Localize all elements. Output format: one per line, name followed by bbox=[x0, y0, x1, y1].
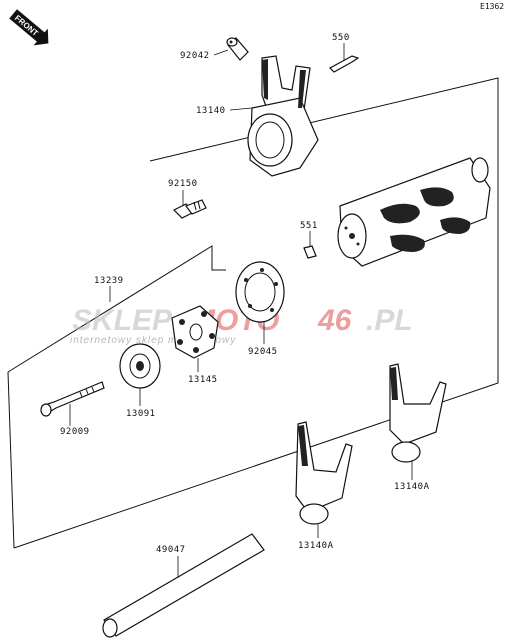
diagram-code: E1362 bbox=[480, 2, 504, 11]
callout-92042: 92042 bbox=[180, 51, 210, 61]
part-13140A-shift-fork-right bbox=[389, 363, 447, 463]
callout-550: 550 bbox=[332, 33, 350, 43]
front-arrow-icon: FRONT bbox=[9, 9, 49, 46]
part-13140-shift-fork bbox=[247, 55, 319, 177]
callout-13140A-left: 13140A bbox=[298, 541, 334, 551]
callout-49047: 49047 bbox=[156, 545, 186, 555]
part-92042-pin bbox=[226, 37, 249, 61]
callout-13091: 13091 bbox=[126, 409, 156, 419]
callout-551: 551 bbox=[300, 221, 318, 231]
callout-92045: 92045 bbox=[248, 347, 278, 357]
part-550-cotter-pin bbox=[329, 55, 360, 73]
watermark-brand-1: SKLEP bbox=[72, 304, 173, 337]
watermark-tagline: internetowy sklep motocyklowy bbox=[70, 335, 236, 346]
part-shift-drum bbox=[337, 157, 491, 267]
callout-13140A-right: 13140A bbox=[394, 482, 430, 492]
callout-13145: 13145 bbox=[188, 375, 218, 385]
part-551-pin bbox=[303, 245, 317, 259]
part-49047-shaft bbox=[102, 533, 265, 638]
callout-92150: 92150 bbox=[168, 179, 198, 189]
part-92009-screw bbox=[40, 381, 105, 417]
callout-13239: 13239 bbox=[94, 276, 124, 286]
watermark-brand-3: 46 bbox=[317, 304, 352, 337]
callout-13140: 13140 bbox=[196, 106, 226, 116]
part-13140A-shift-fork-left bbox=[295, 421, 353, 525]
part-92150-bolt bbox=[172, 199, 207, 219]
part-92045-bearing bbox=[235, 261, 285, 323]
part-13091-plate bbox=[119, 343, 161, 389]
callout-92009: 92009 bbox=[60, 427, 90, 437]
assembly-outline bbox=[7, 77, 499, 549]
watermark-brand-4: .PL bbox=[366, 304, 413, 337]
part-13145-drum-cam bbox=[171, 305, 219, 359]
